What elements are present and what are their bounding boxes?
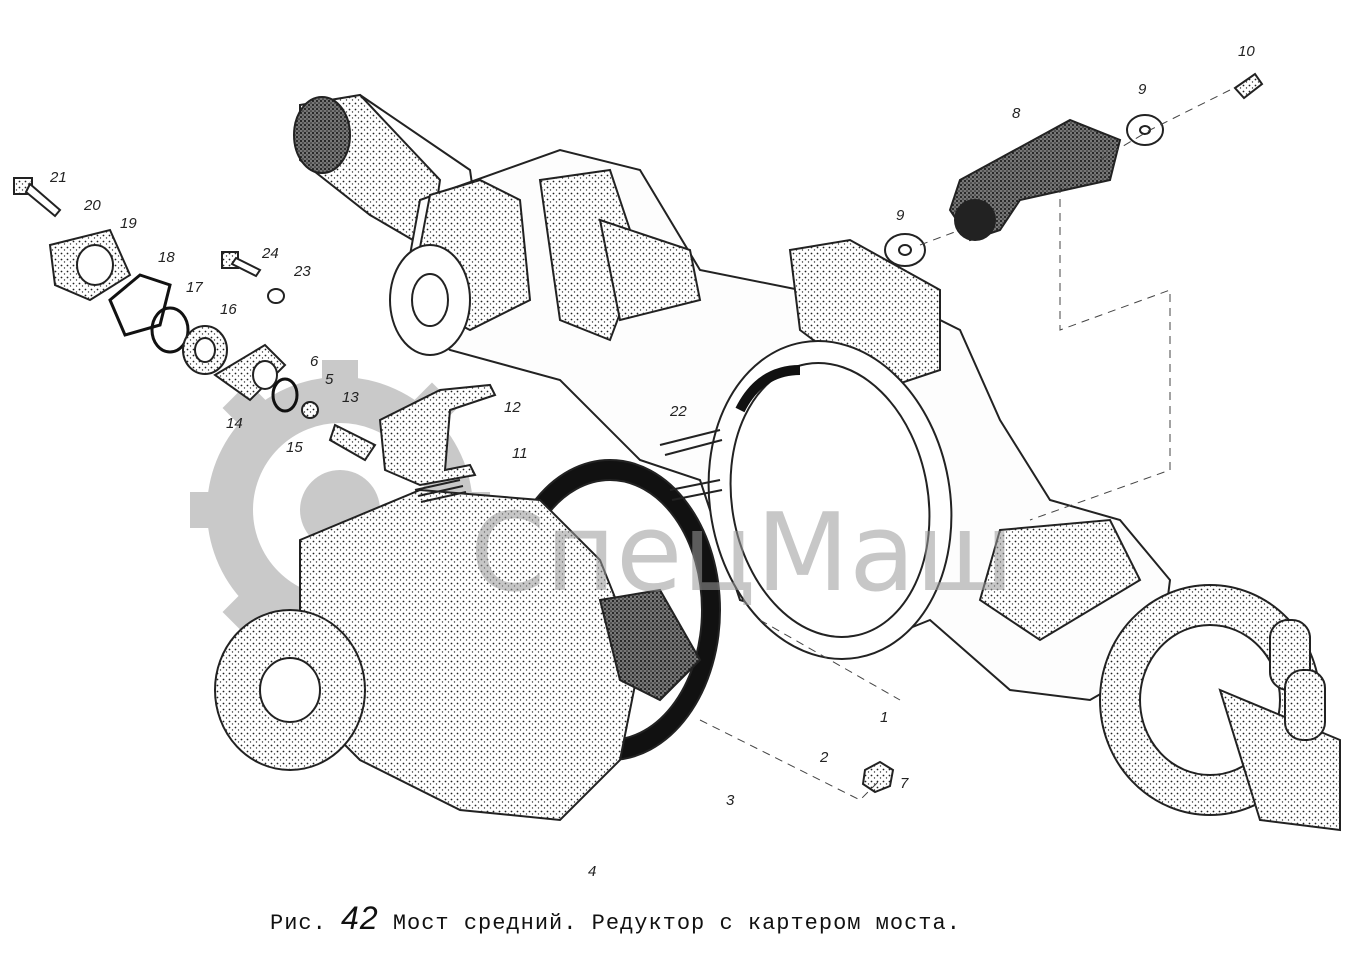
callout-11: 11 — [512, 445, 528, 462]
callout-6: 6 — [310, 353, 319, 370]
figure-caption: Рис. 42 Мост средний. Редуктор с картеро… — [0, 900, 1348, 937]
cover-14 — [213, 343, 287, 402]
caption-number: 42 — [341, 900, 379, 936]
lever-part — [948, 118, 1122, 242]
callout-3: 3 — [726, 792, 735, 809]
washer-9b — [1126, 114, 1164, 146]
fork-12 — [378, 383, 497, 487]
callout-1: 1 — [880, 709, 888, 726]
callout-24: 24 — [261, 245, 279, 262]
nut-5 — [301, 401, 319, 419]
callout-13: 13 — [342, 389, 359, 406]
watermark-text: СпецМаш — [470, 491, 1014, 616]
washer-9a — [884, 233, 926, 267]
callout-4: 4 — [588, 863, 596, 880]
ring-6 — [271, 377, 299, 413]
washer-23 — [267, 288, 285, 304]
callout-10: 10 — [1238, 43, 1255, 60]
callout-17: 17 — [186, 279, 203, 296]
callout-9b: 9 — [1138, 81, 1147, 98]
seal-16 — [182, 325, 228, 375]
callout-21: 21 — [49, 169, 67, 186]
callout-8: 8 — [1012, 105, 1021, 122]
studs-22 — [659, 429, 723, 501]
callout-7: 7 — [900, 775, 909, 792]
flange-19 — [48, 228, 132, 302]
bolt-21 — [13, 177, 62, 218]
callout-9a: 9 — [896, 207, 905, 224]
gasket-18 — [108, 273, 172, 337]
callout-12: 12 — [504, 399, 521, 416]
callout-16: 16 — [220, 301, 237, 318]
caption-prefix: Рис. — [270, 911, 327, 936]
right-hub — [1099, 584, 1341, 832]
spring-11 — [414, 479, 467, 503]
callout-20: 20 — [83, 197, 101, 214]
reducer-assembly — [214, 459, 721, 822]
callout-14: 14 — [226, 415, 243, 432]
callout-18: 18 — [158, 249, 175, 266]
pin-13 — [328, 423, 377, 462]
assembly-leader-lines — [699, 89, 1231, 801]
callout-22: 22 — [669, 403, 687, 420]
callout-5: 5 — [325, 371, 334, 388]
bolt-10 — [1233, 72, 1264, 100]
housing-flange — [707, 340, 953, 660]
callout-23: 23 — [293, 263, 311, 280]
nut-7 — [861, 760, 895, 794]
callout-15: 15 — [286, 439, 303, 456]
caption-text: Мост средний. Редуктор с картером моста. — [392, 911, 961, 936]
bolt-24 — [221, 251, 262, 278]
callout-19: 19 — [120, 215, 137, 232]
callout-2: 2 — [819, 749, 829, 766]
callout-labels: 1 2 3 4 5 6 7 8 9 9 10 11 12 13 14 15 16… — [49, 43, 1255, 880]
ring-17 — [150, 306, 190, 354]
